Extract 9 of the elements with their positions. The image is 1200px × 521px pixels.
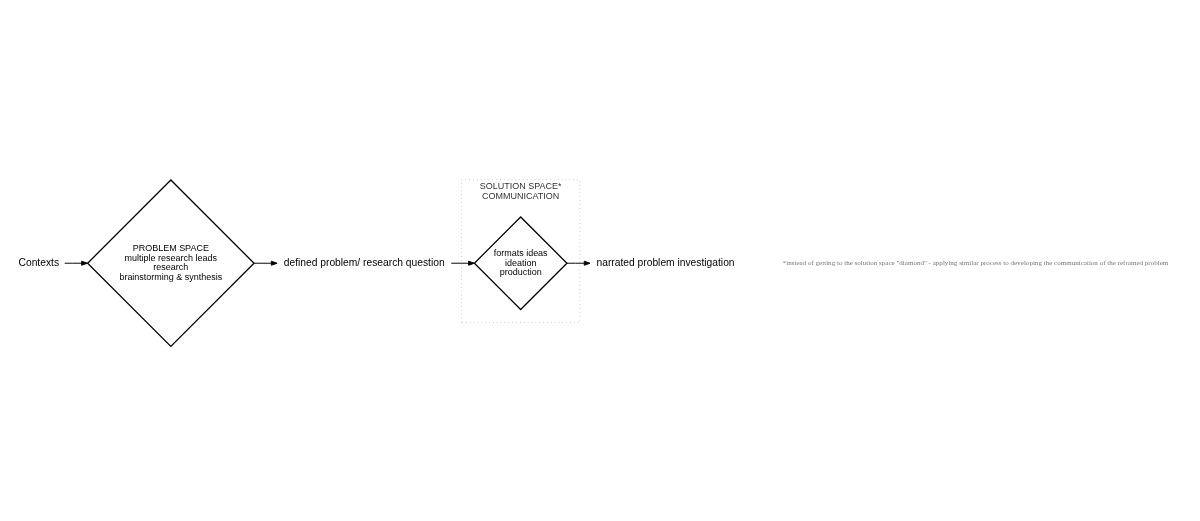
arrow xyxy=(253,260,278,266)
node-text: Contexts xyxy=(18,256,60,268)
arrow xyxy=(450,260,475,266)
node-diamond: PROBLEM SPACE multiple research leads research brainstorming & synthesis xyxy=(86,179,255,348)
arrow xyxy=(64,260,88,266)
arrow xyxy=(566,260,591,266)
node-diamond: formats ideas ideation production xyxy=(473,216,568,311)
node-text: narrated problem investigation xyxy=(596,256,735,268)
node-text: defined problem/ research question xyxy=(283,256,445,268)
